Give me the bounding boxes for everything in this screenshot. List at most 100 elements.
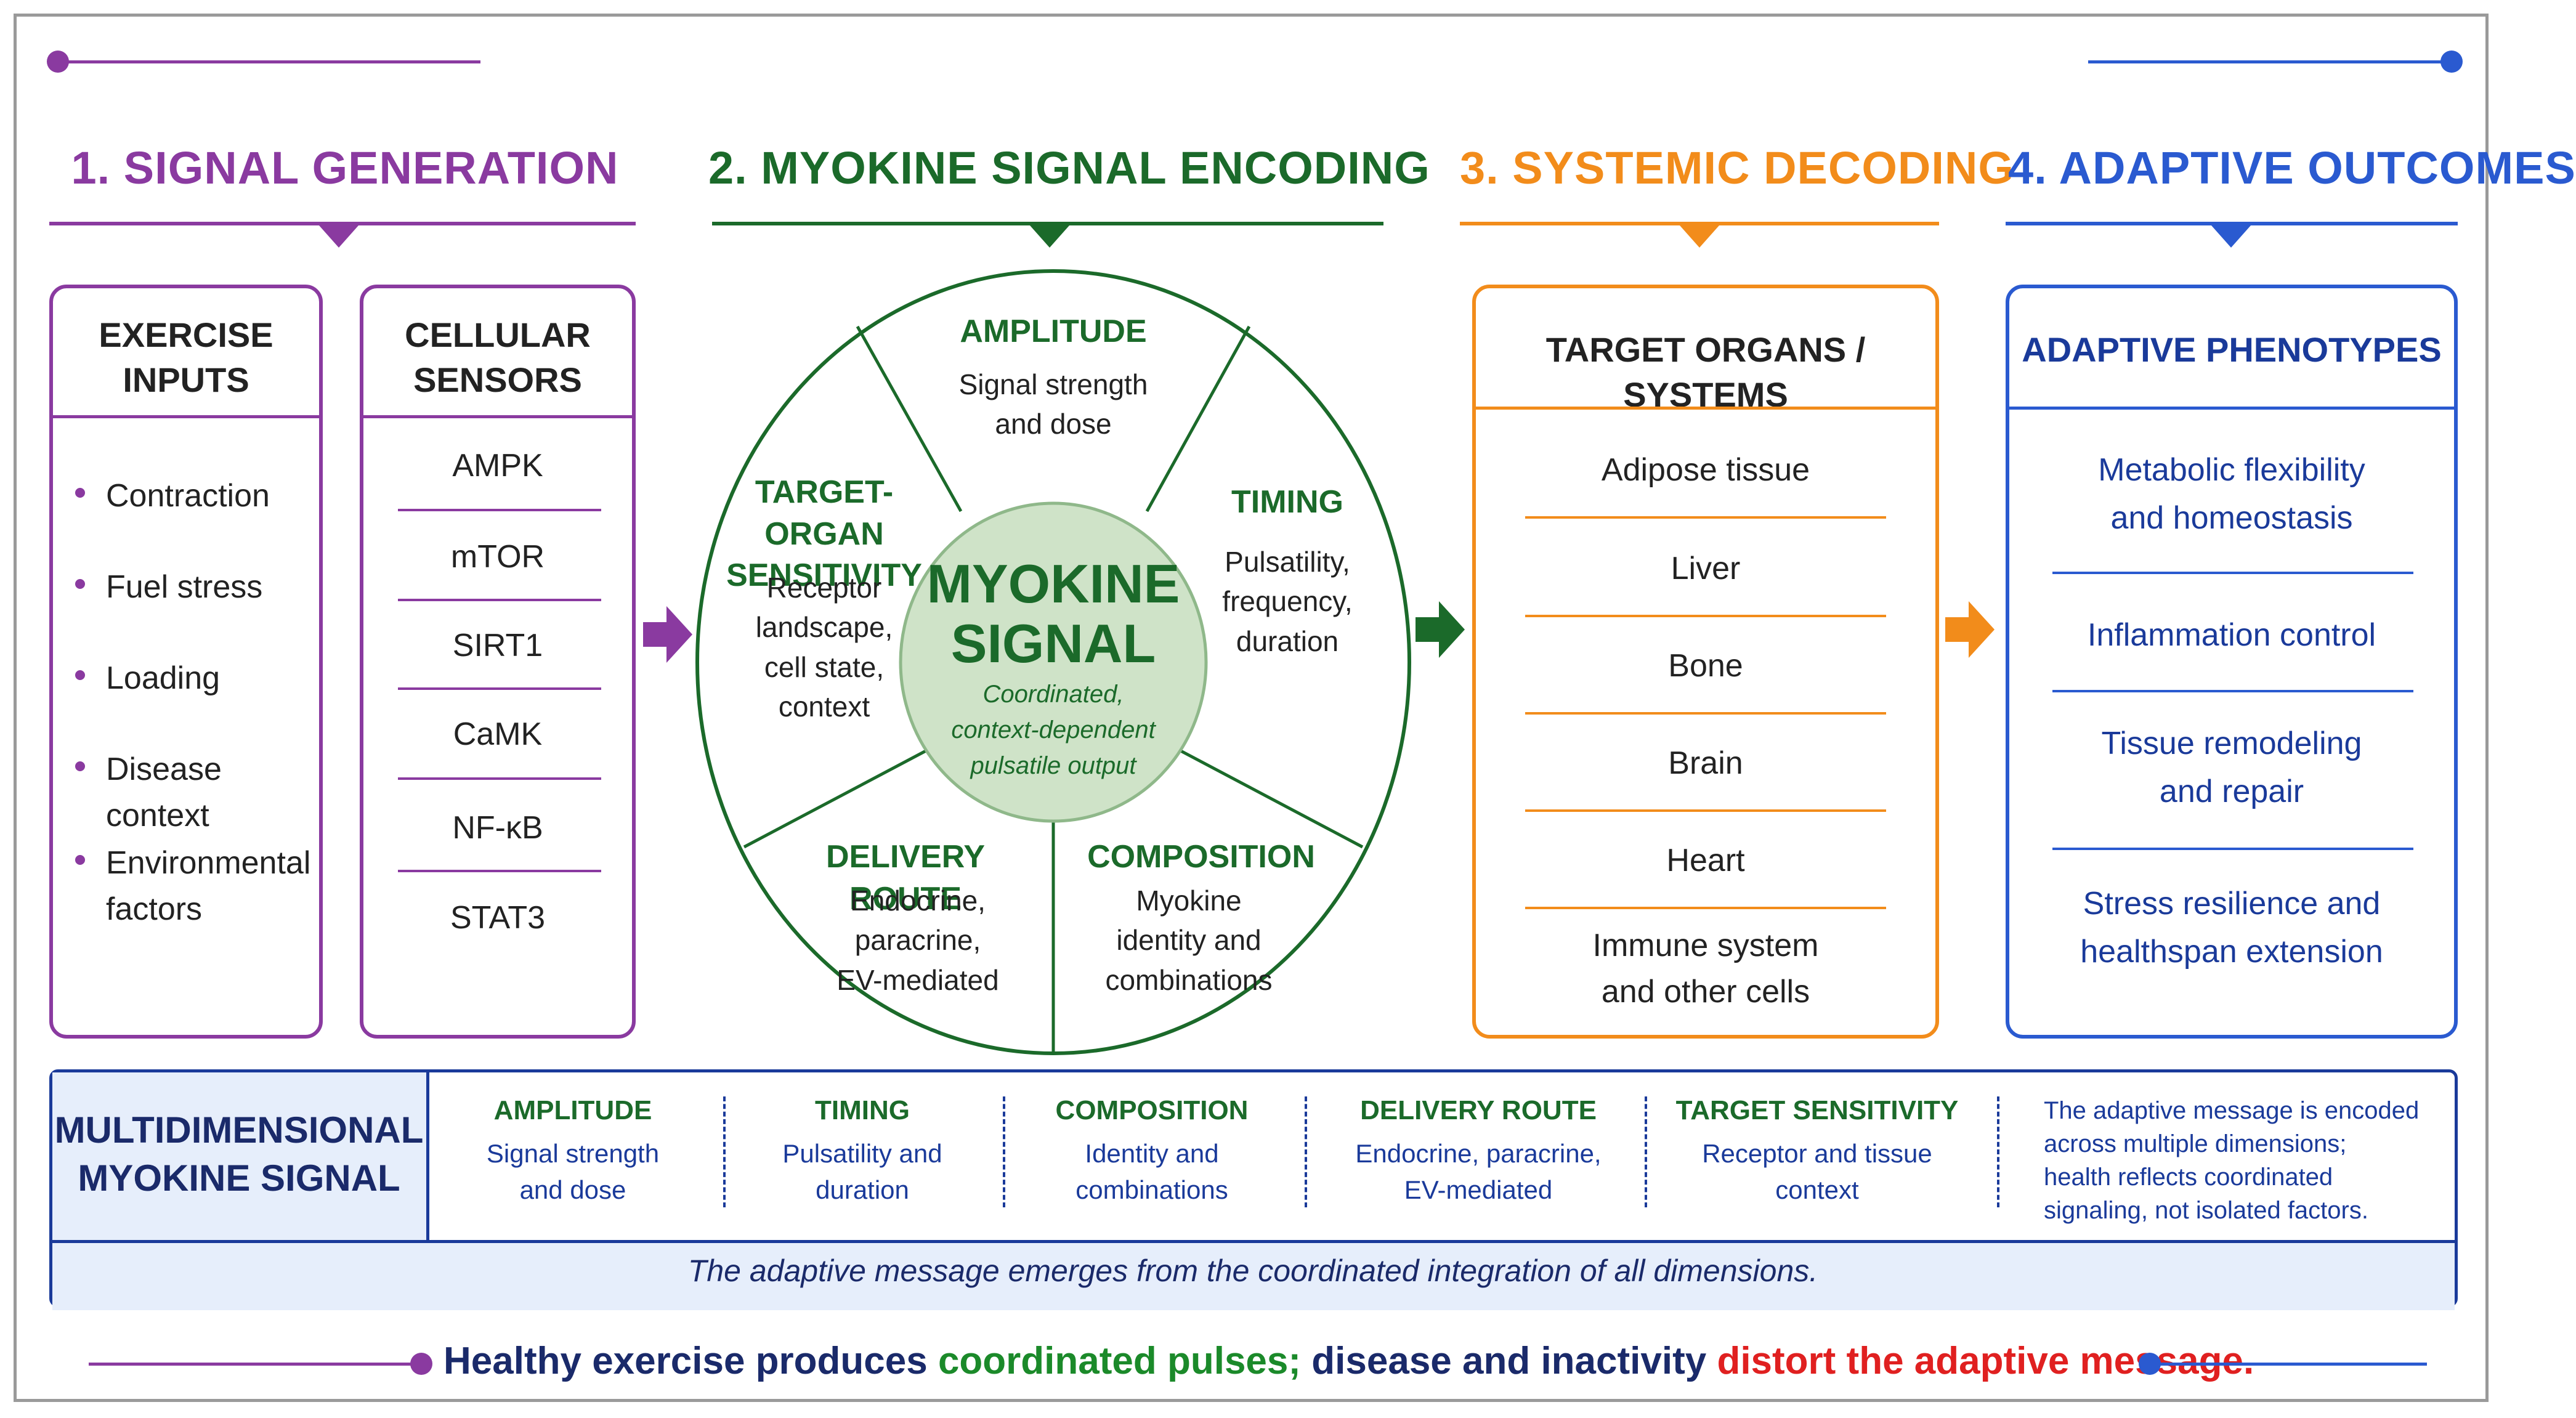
list-item: Disease context <box>75 747 319 840</box>
phenotype-divider <box>2052 690 2413 692</box>
decor-line-bottom-right <box>2156 1363 2427 1366</box>
section-pointer-2 <box>1030 225 1069 248</box>
dimension-text: Endocrine, paracrine, EV-mediated <box>1355 1139 1602 1204</box>
exercise-inputs-box: EXERCISE INPUTS Contraction Fuel stress … <box>49 285 323 1039</box>
adaptive-phenotypes-separator <box>2009 407 2454 410</box>
wheel-spoke <box>743 743 938 849</box>
integration-statement: The adaptive message emerges from the co… <box>687 1254 1818 1288</box>
exercise-inputs-title: EXERCISE INPUTS <box>99 315 273 399</box>
section-title-signal-encoding: 2. MYOKINE SIGNAL ENCODING <box>708 142 1430 193</box>
dimension-title: AMPLITUDE <box>493 1095 652 1125</box>
dimension-separator <box>1997 1096 1999 1207</box>
sensor-divider <box>398 870 601 872</box>
sensor-item: CaMK <box>453 716 543 752</box>
dimension-title: COMPOSITION <box>1055 1095 1249 1125</box>
integration-strip <box>52 1240 2455 1310</box>
dimension-separator <box>1645 1096 1647 1207</box>
wheel-target-sensitivity-title: TARGET-ORGAN SENSITIVITY <box>726 474 922 594</box>
wheel-delivery-route-text: Endocrine, paracrine, EV-mediated <box>836 885 999 996</box>
sensor-item: SIRT1 <box>452 628 543 663</box>
dimension-text: Identity and combinations <box>1075 1139 1228 1204</box>
target-organs-box: TARGET ORGANS / SYSTEMS Adipose tissue L… <box>1472 285 1939 1039</box>
sensor-divider <box>398 599 601 601</box>
organ-item: Adipose tissue <box>1601 452 1810 488</box>
wheel-spoke <box>1145 325 1251 513</box>
wheel-amplitude-text: Signal strength and dose <box>958 368 1148 440</box>
adaptive-phenotypes-box: ADAPTIVE PHENOTYPES Metabolic flexibilit… <box>2006 285 2458 1039</box>
arrow-right-icon-purple <box>643 606 692 663</box>
wheel-timing-text: Pulsatility, frequency, duration <box>1222 546 1353 657</box>
footer-statement: Healthy exercise produces coordinated pu… <box>444 1340 2254 1382</box>
sensor-item: AMPK <box>452 448 543 484</box>
exercise-inputs-separator <box>53 415 319 418</box>
dimension-text: Receptor and tissue context <box>1702 1139 1932 1204</box>
section-underline-3 <box>1460 222 1939 225</box>
wheel-timing-title: TIMING <box>1231 484 1343 520</box>
cellular-sensors-box: CELLULAR SENSORS AMPK mTOR SIRT1 CaMK NF… <box>360 285 636 1039</box>
dimension-title: TARGET SENSITIVITY <box>1675 1095 1959 1125</box>
decor-dot-top-right <box>2440 51 2463 73</box>
section-underline-2 <box>712 222 1383 225</box>
wheel-amplitude-title: AMPLITUDE <box>960 314 1147 349</box>
phenotype-item: Tissue remodeling and repair <box>2101 726 2362 809</box>
section-underline-1 <box>49 222 636 225</box>
decor-line-top-left <box>62 60 480 63</box>
sensor-item: mTOR <box>450 539 545 575</box>
list-item: Fuel stress <box>75 564 262 610</box>
sensor-item: STAT3 <box>450 900 546 936</box>
organ-divider <box>1525 615 1886 617</box>
phenotype-divider <box>2052 572 2413 574</box>
list-item: Loading <box>75 655 220 702</box>
dimension-text: Signal strength and dose <box>486 1139 660 1204</box>
organ-item: Brain <box>1668 745 1743 781</box>
section-title-systemic-decoding: 3. SYSTEMIC DECODING <box>1460 142 2014 193</box>
multidimensional-panel <box>49 1069 2458 1310</box>
section-title-signal-generation: 1. SIGNAL GENERATION <box>71 142 619 193</box>
wheel-target-sensitivity-text: Receptor landscape, cell state, context <box>755 572 893 723</box>
bullet-icon <box>75 855 85 865</box>
adaptive-phenotypes-title: ADAPTIVE PHENOTYPES <box>2022 330 2442 369</box>
multidimensional-note: The adaptive message is encoded across m… <box>2044 1097 2420 1224</box>
decor-line-bottom-left <box>89 1363 421 1366</box>
phenotype-item: Metabolic flexibility and homeostasis <box>2098 452 2365 536</box>
bullet-icon <box>75 579 85 589</box>
organ-divider <box>1525 516 1886 519</box>
multidimensional-title-cell <box>52 1072 429 1240</box>
dimension-title: TIMING <box>815 1095 910 1125</box>
section-pointer-4 <box>2211 225 2251 248</box>
arrow-right-icon-green <box>1416 601 1465 658</box>
section-title-adaptive-outcomes: 4. ADAPTIVE OUTCOMES <box>2008 142 2576 193</box>
wheel-composition-text: Myokine identity and combinations <box>1105 885 1273 996</box>
organ-divider <box>1525 712 1886 715</box>
decor-line-top-right <box>2088 60 2452 63</box>
section-pointer-1 <box>319 225 358 248</box>
dimension-separator <box>1003 1096 1005 1207</box>
wheel-center-circle <box>899 501 1208 823</box>
organ-item: Heart <box>1666 843 1745 878</box>
wheel-composition-title: COMPOSITION <box>1087 839 1315 875</box>
phenotype-item: Stress resilience and healthspan extensi… <box>2080 886 2383 970</box>
dimension-separator <box>723 1096 726 1207</box>
wheel-spoke <box>1169 743 1364 849</box>
list-item: Contraction <box>75 473 270 519</box>
target-organs-title: TARGET ORGANS / SYSTEMS <box>1545 330 1866 414</box>
organ-divider <box>1525 809 1886 812</box>
wheel-spoke <box>856 325 963 513</box>
phenotype-divider <box>2052 848 2413 850</box>
dimension-separator <box>1305 1096 1307 1207</box>
organ-divider <box>1525 907 1886 909</box>
myokine-wheel <box>695 269 1411 1055</box>
wheel-center-label: MYOKINE SIGNAL <box>926 553 1180 674</box>
bullet-icon <box>75 761 85 771</box>
decor-dot-bottom-left <box>410 1353 432 1375</box>
wheel-center-subtitle: Coordinated, context-dependent pulsatile… <box>951 681 1156 779</box>
dimension-title: DELIVERY ROUTE <box>1360 1095 1597 1125</box>
cellular-sensors-separator <box>363 415 632 418</box>
phenotype-item: Inflammation control <box>2087 617 2376 653</box>
target-organs-separator <box>1476 407 1935 410</box>
dimension-text: Pulsatility and duration <box>782 1139 942 1204</box>
organ-item: Bone <box>1668 648 1743 684</box>
wheel-delivery-route-title: DELIVERY ROUTE <box>825 839 986 917</box>
sensor-divider <box>398 777 601 780</box>
